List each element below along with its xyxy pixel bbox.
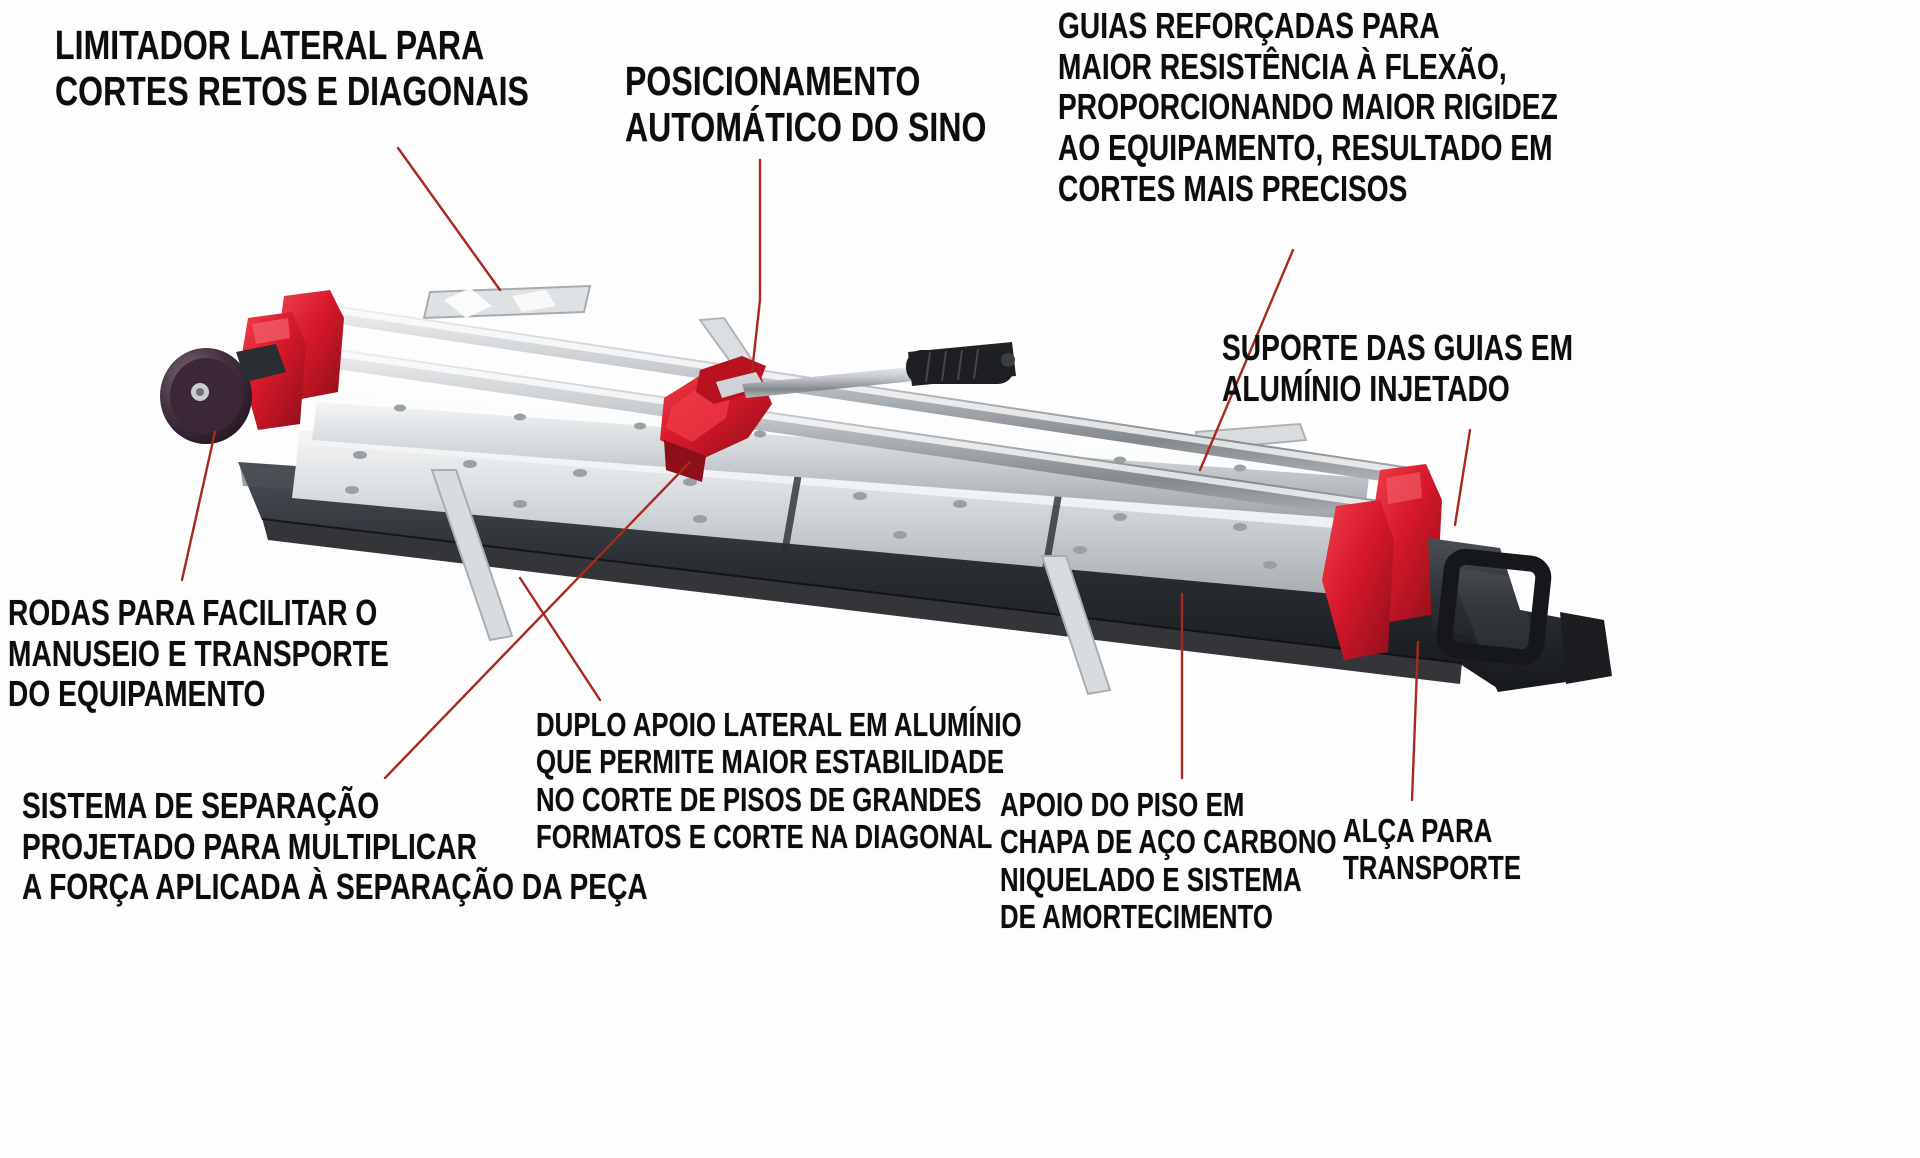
right-end-cap [1560,612,1612,684]
callout-rodas-transporte: RODAS PARA FACILITAR O MANUSEIO E TRANSP… [8,592,389,715]
upper-guide-rail [298,300,1430,488]
transport-handle [1428,538,1566,692]
callout-apoio-do-piso: APOIO DO PISO EM CHAPA DE AÇO CARBONO NI… [1000,786,1337,935]
callout-alca-para-transporte: ALÇA PARA TRANSPORTE [1343,812,1522,887]
right-rail-support [1322,464,1442,660]
lateral-stop [422,284,592,320]
callout-duplo-apoio-lateral: DUPLO APOIO LATERAL EM ALUMÍNIO QUE PERM… [536,706,1022,855]
callout-sistema-de-separacao: SISTEMA DE SEPARAÇÃO PROJETADO PARA MULT… [22,785,648,908]
callout-posicionamento-automatico: POSICIONAMENTO AUTOMÁTICO DO SINO [625,58,987,151]
transport-wheel [160,344,286,444]
callout-guias-reforcadas: GUIAS REFORÇADAS PARA MAIOR RESISTÊNCIA … [1058,5,1558,209]
carriage-handle [742,342,1016,398]
callout-limitador-lateral: LIMITADOR LATERAL PARA CORTES RETOS E DI… [55,22,529,115]
lower-guide-rail [288,342,1420,526]
callout-suporte-das-guias: SUPORTE DAS GUIAS EM ALUMÍNIO INJETADO [1222,327,1574,409]
